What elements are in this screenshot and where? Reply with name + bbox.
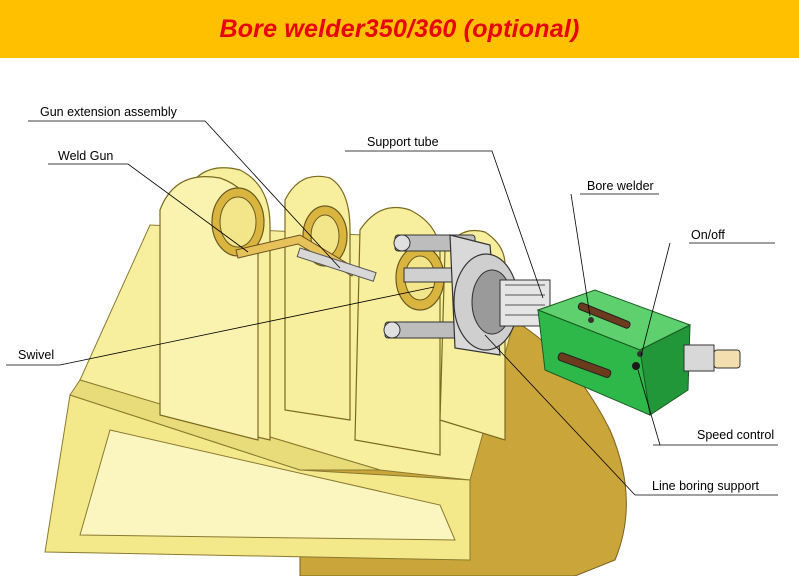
bucket-inner-floor: [79, 429, 456, 541]
label-bore-welder: Bore welder: [587, 179, 654, 193]
line-boring-support-assembly: [383, 234, 551, 356]
label-weld-gun: Weld Gun: [58, 149, 114, 163]
label-speed-control: Speed control: [697, 428, 775, 442]
output-shaft: [683, 344, 741, 372]
leader-lines: [6, 120, 778, 496]
title-banner: Bore welder350/360 (optional): [0, 0, 799, 58]
label-swivel: Swivel: [18, 348, 55, 362]
bore-welder-illustration: [6, 120, 778, 576]
label-support-tube: Support tube: [367, 135, 439, 149]
bore-welder-unit: [536, 289, 692, 416]
diagram-area: Gun extension assembly Weld Gun Support …: [0, 58, 799, 576]
page-title: Bore welder350/360 (optional): [219, 14, 580, 43]
label-gun-extension-assembly: Gun extension assembly: [40, 105, 177, 119]
weld-gun-rod: [235, 234, 356, 277]
label-on-off: On/off: [691, 228, 725, 242]
label-line-boring-support: Line boring support: [652, 479, 760, 493]
